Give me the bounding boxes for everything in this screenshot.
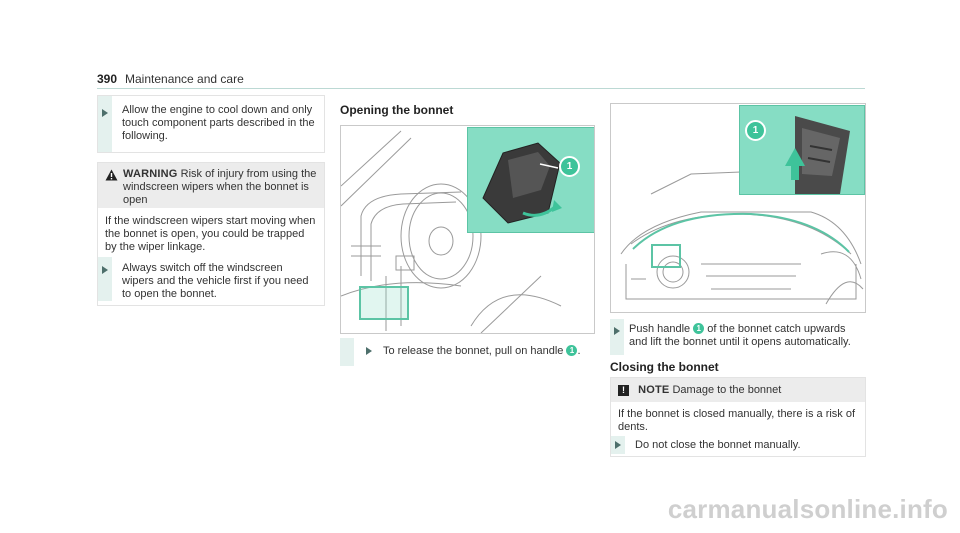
note-label: NOTE (638, 384, 670, 396)
catch-callout-1: 1 (745, 120, 766, 141)
note-step: Do not close the bonnet manually. (635, 439, 801, 451)
warning-box: WARNING Risk of injury from using the wi… (97, 162, 325, 306)
push-step-arrow-icon (614, 327, 620, 335)
note-title-text: Damage to the bonnet (672, 384, 782, 396)
opening-heading: Opening the bonnet (340, 103, 454, 117)
step-bar (98, 96, 112, 152)
warning-step-arrow-icon (102, 266, 108, 274)
release-step-text: To release the bonnet, pull on handle (383, 345, 564, 357)
warning-triangle-icon (105, 169, 118, 181)
note-header (611, 378, 865, 402)
note-body: If the bonnet is closed manually, there … (618, 408, 856, 433)
allow-cool-box: Allow the engine to cool down and only t… (97, 95, 325, 153)
step-allow-cool: Allow the engine to cool down and only t… (122, 104, 315, 142)
note-step-arrow-icon (615, 441, 621, 449)
closing-heading: Closing the bonnet (610, 360, 719, 374)
release-step-bar (340, 338, 354, 366)
release-step-box: To release the bonnet, pull on handle 1. (340, 338, 593, 366)
warning-step: Always switch off the windscreen wipers … (122, 262, 309, 300)
handle-inset (467, 127, 594, 233)
warning-step-bar (98, 257, 112, 301)
watermark: carmanualsonline.info (667, 494, 948, 524)
push-step-bar (610, 319, 624, 355)
callout-1: 1 (559, 156, 580, 177)
warning-title: WARNING Risk of injury from using the wi… (123, 168, 318, 207)
catch-inset-drawing (785, 116, 850, 194)
note-box: ! NOTE Damage to the bonnet If the bonne… (610, 377, 866, 457)
car-front-drawing (620, 171, 864, 305)
bonnet-illustration: 1 (610, 103, 866, 313)
note-title: ! NOTE Damage to the bonnet (618, 384, 858, 397)
push-step-box: Push handle 1 of the bonnet catch upward… (610, 319, 864, 355)
push-handle-number-badge: 1 (693, 323, 705, 334)
catch-area-highlight (651, 244, 681, 268)
page-number: 390 (97, 72, 118, 86)
push-step-suffix: of the bonnet catch upwards and lift the… (629, 323, 851, 348)
catch-inset (739, 105, 865, 195)
section-title: Maintenance and care (125, 72, 244, 86)
handle-number-badge: 1 (566, 345, 578, 356)
release-step-arrow-icon (366, 347, 372, 355)
interior-drawing (341, 130, 562, 333)
note-exclamation-icon: ! (618, 385, 629, 396)
warning-label: WARNING (123, 168, 178, 180)
warning-body: If the windscreen wipers start moving wh… (105, 215, 316, 253)
warning-header (98, 163, 324, 208)
handle-area-highlight (359, 286, 409, 320)
push-step-text: Push handle (629, 323, 691, 335)
warning-title-text: Risk of injury from using the windscreen… (123, 168, 317, 206)
release-step-suffix: . (577, 345, 581, 357)
release-step: To release the bonnet, pull on handle 1. (383, 345, 588, 358)
push-step: Push handle 1 of the bonnet catch upward… (629, 323, 861, 349)
interior-illustration: 1 (340, 125, 595, 334)
handle-inset-drawing (482, 142, 562, 224)
header-rule (97, 88, 865, 89)
step-arrow-icon (102, 109, 108, 117)
